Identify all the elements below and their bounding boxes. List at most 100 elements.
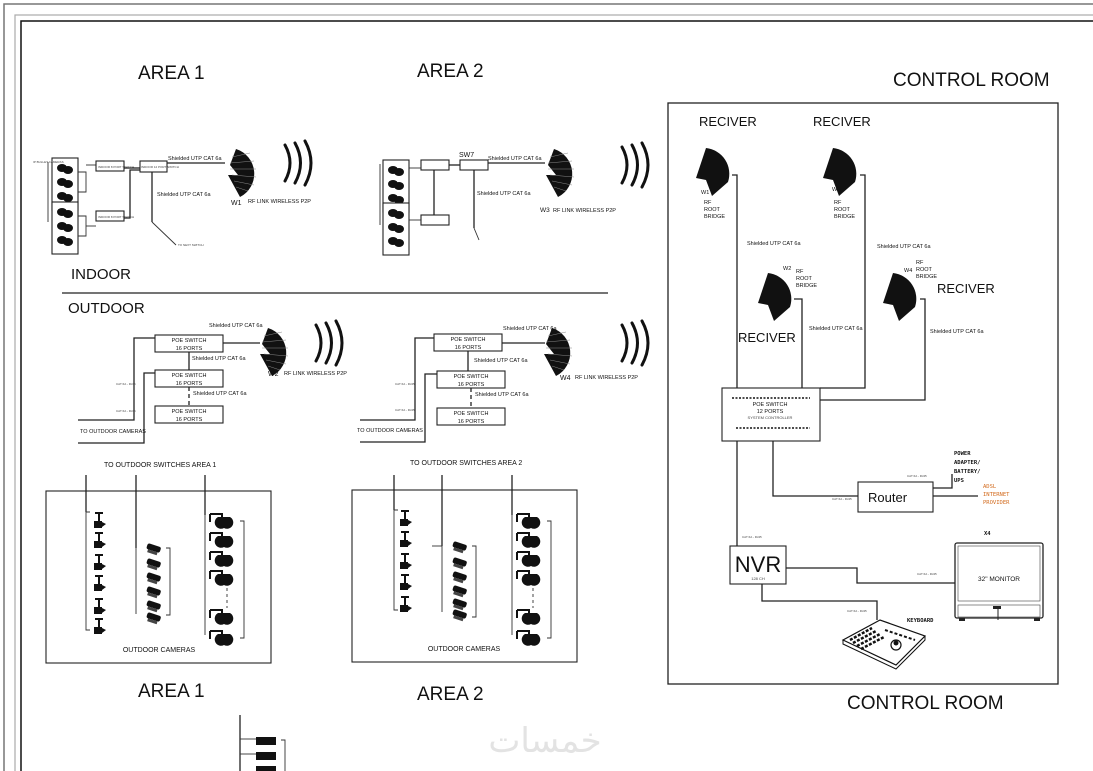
svg-text:X4: X4 bbox=[984, 531, 991, 537]
svg-text:POE SWITCH: POE SWITCH bbox=[753, 402, 788, 408]
bridge-label-w1: W1 bbox=[231, 200, 242, 207]
bridge-label-w4: W4 bbox=[560, 375, 571, 382]
dish-w2 bbox=[259, 327, 289, 377]
signal-waves-icon bbox=[314, 319, 344, 367]
rf-link-label: RF LINK WIRELESS P2P bbox=[284, 371, 347, 377]
svg-text:ADAPTER/: ADAPTER/ bbox=[954, 460, 981, 466]
svg-text:BRIDGE: BRIDGE bbox=[834, 214, 855, 220]
svg-text:CAT 6A - RJ45: CAT 6A - RJ45 bbox=[395, 408, 415, 412]
svg-text:BRIDGE: BRIDGE bbox=[916, 274, 937, 280]
router-label: Router bbox=[868, 490, 908, 505]
middle-frame bbox=[14, 14, 1093, 771]
receiver-label: RECIVER bbox=[813, 114, 871, 129]
indoor-8port-switch-a1-1 bbox=[95, 160, 125, 172]
cable-label: Shielded UTP CAT 6a bbox=[503, 326, 557, 332]
indoor-area2-group: SW7 Shielded UTP CAT 6a Shielded UTP CAT… bbox=[379, 141, 650, 256]
poe-switch-16-3 bbox=[154, 405, 224, 424]
svg-text:CAT 6A - RJ45: CAT 6A - RJ45 bbox=[832, 497, 852, 501]
rf-link-label: RF LINK WIRELESS P2P bbox=[248, 199, 311, 205]
cable-label: Shielded UTP CAT 6a bbox=[168, 156, 222, 162]
rf-link-label: RF LINK WIRELESS P2P bbox=[575, 375, 638, 381]
indoor-core-switch-a2 bbox=[459, 159, 489, 171]
cable-label: Shielded UTP CAT 6a bbox=[474, 358, 528, 364]
dish-w3 bbox=[545, 148, 575, 198]
indoor-area1-group: IP BULLET CAMERAS INDOOR 8 PORT SWITCH I… bbox=[33, 139, 313, 255]
svg-text:POE SWITCH: POE SWITCH bbox=[172, 373, 207, 379]
svg-text:INDOOR 8 PORT SWITCH: INDOOR 8 PORT SWITCH bbox=[98, 165, 134, 169]
cable-label: Shielded UTP CAT 6a bbox=[488, 156, 542, 162]
switch-id-sw7: SW7 bbox=[459, 152, 474, 159]
svg-text:16 PORTS: 16 PORTS bbox=[176, 381, 203, 387]
svg-text:CAT 6A - RJ45: CAT 6A - RJ45 bbox=[917, 572, 937, 576]
svg-text:CAT 6A - RJ45: CAT 6A - RJ45 bbox=[847, 609, 867, 613]
svg-text:INDOOR 12 PORT SWITCH: INDOOR 12 PORT SWITCH bbox=[141, 165, 179, 169]
svg-text:CAT 6A - RJ45: CAT 6A - RJ45 bbox=[742, 535, 762, 539]
heading-indoor: INDOOR bbox=[71, 266, 131, 283]
svg-text:16 PORTS: 16 PORTS bbox=[176, 417, 203, 423]
svg-text:W2: W2 bbox=[783, 266, 791, 272]
keyboard-icon bbox=[841, 619, 927, 670]
poe-switch-16-6 bbox=[436, 407, 506, 426]
nvr-label: NVR bbox=[735, 552, 781, 577]
dish-receiver-w2 bbox=[758, 273, 792, 321]
indoor-8port-switch-a1-2 bbox=[95, 210, 125, 222]
internet-provider-label: ADSL bbox=[983, 484, 997, 490]
partial-camera-group bbox=[239, 715, 286, 771]
dish-receiver-w1 bbox=[696, 148, 730, 196]
to-outdoor-switches-area1: TO OUTDOOR SWITCHES AREA 1 bbox=[104, 462, 216, 469]
svg-text:UPS: UPS bbox=[954, 478, 964, 484]
heading-control-room-bottom: CONTROL ROOM bbox=[847, 693, 1004, 714]
receiver-label: RECIVER bbox=[738, 330, 796, 345]
svg-text:ROOT: ROOT bbox=[834, 207, 851, 213]
cable-label: Shielded UTP CAT 6a bbox=[809, 326, 863, 332]
svg-text:CAT 6A - RJ45: CAT 6A - RJ45 bbox=[907, 474, 927, 478]
monitor bbox=[954, 542, 1044, 621]
svg-text:128 CH: 128 CH bbox=[751, 576, 765, 581]
svg-text:RF: RF bbox=[834, 200, 842, 206]
cable-label: Shielded UTP CAT 6a bbox=[747, 241, 801, 247]
cable-annotations: CAT 6A - RJ45 CAT 6A - RJ45 CAT 6A - RJ4… bbox=[116, 382, 937, 613]
svg-text:W1: W1 bbox=[701, 190, 709, 196]
svg-text:BRIDGE: BRIDGE bbox=[796, 283, 817, 289]
control-room-boundary bbox=[667, 102, 1059, 685]
signal-waves-icon bbox=[620, 319, 650, 367]
to-outdoor-cameras-label: TO OUTDOOR CAMERAS bbox=[357, 428, 423, 434]
heading-outdoor: OUTDOOR bbox=[68, 300, 145, 317]
svg-text:POE SWITCH: POE SWITCH bbox=[172, 338, 207, 344]
inner-frame bbox=[20, 20, 1093, 771]
receiver-label: RECIVER bbox=[699, 114, 757, 129]
outdoor-cameras-title: OUTDOOR CAMERAS bbox=[123, 647, 196, 654]
cable-label: Shielded UTP CAT 6a bbox=[877, 244, 931, 250]
svg-text:CAT 6A - RJ45: CAT 6A - RJ45 bbox=[116, 409, 136, 413]
signal-waves-icon bbox=[283, 139, 313, 187]
poe-switch-12-system-controller bbox=[721, 387, 821, 442]
dish-w1 bbox=[227, 148, 257, 198]
svg-text:16 PORTS: 16 PORTS bbox=[458, 382, 485, 388]
to-outdoor-switches-area2: TO OUTDOOR SWITCHES AREA 2 bbox=[410, 460, 522, 467]
svg-text:POE SWITCH: POE SWITCH bbox=[172, 409, 207, 415]
svg-text:PROVIDER: PROVIDER bbox=[983, 500, 1010, 506]
svg-text:ROOT: ROOT bbox=[704, 207, 721, 213]
svg-text:INTERNET: INTERNET bbox=[983, 492, 1010, 498]
svg-text:TO NEXT SWITCH: TO NEXT SWITCH bbox=[178, 243, 204, 247]
heading-area1-top: AREA 1 bbox=[138, 63, 205, 84]
svg-text:16 PORTS: 16 PORTS bbox=[455, 345, 482, 351]
bridge-label-w2: W2 bbox=[268, 371, 279, 378]
outdoor-cameras-area1: OUTDOOR CAMERAS bbox=[45, 475, 272, 664]
to-outdoor-cameras-label: TO OUTDOOR CAMERAS bbox=[80, 429, 146, 435]
cable-label: Shielded UTP CAT 6a bbox=[930, 329, 984, 335]
indoor-core-switch-a1 bbox=[139, 160, 168, 173]
cable-label: Shielded UTP CAT 6a bbox=[477, 191, 531, 197]
svg-text:ROOT: ROOT bbox=[916, 267, 933, 273]
svg-text:W4: W4 bbox=[904, 268, 912, 274]
signal-waves-icon bbox=[620, 141, 650, 189]
dish-w4 bbox=[543, 327, 573, 377]
svg-text:BRIDGE: BRIDGE bbox=[704, 214, 725, 220]
outdoor-cameras-title: OUTDOOR CAMERAS bbox=[428, 646, 501, 653]
outdoor-area2-group: Shielded UTP CAT 6a POE SWITCH 16 PORTS … bbox=[357, 319, 650, 467]
keyboard-label: KEYBOARD bbox=[907, 618, 934, 624]
indoor-8port-switch-a2-2 bbox=[420, 214, 450, 226]
svg-text:BATTERY/: BATTERY/ bbox=[954, 469, 981, 475]
cable-label: Shielded UTP CAT 6a bbox=[192, 356, 246, 362]
nvr bbox=[729, 545, 787, 585]
